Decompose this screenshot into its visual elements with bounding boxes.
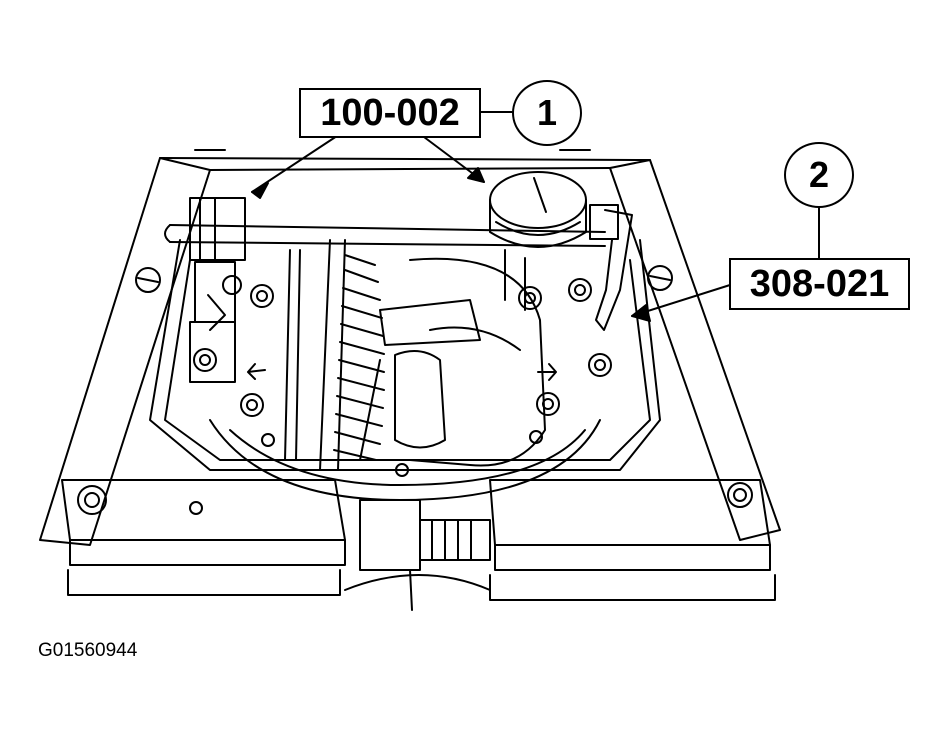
- dial-gauge: [489, 171, 587, 311]
- callout-label-1: 100-002: [299, 88, 481, 138]
- direction-arrows: [247, 363, 557, 381]
- figure-code: G01560944: [38, 640, 138, 661]
- callout-number-1: 1: [512, 80, 582, 146]
- gauge-clamp: [589, 204, 633, 331]
- differential-case: [359, 257, 546, 467]
- pinion-flange: [344, 499, 491, 611]
- callout-label-2: 308-021: [729, 258, 910, 310]
- callout-leaders: [251, 111, 820, 322]
- ring-gear: [284, 239, 385, 471]
- holding-fixture: [39, 149, 781, 546]
- housing-bolts: [193, 275, 612, 477]
- callout-number-2: 2: [784, 142, 854, 208]
- dial-indicator-bar: [164, 197, 606, 383]
- support-plates: [61, 479, 776, 601]
- fixture-screws: [135, 265, 673, 293]
